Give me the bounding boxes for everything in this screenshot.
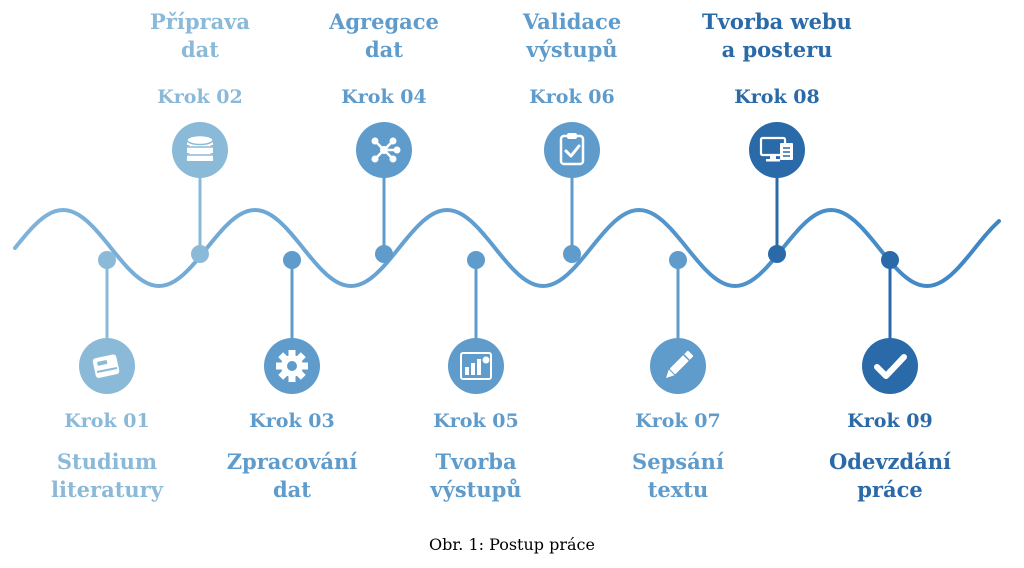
step-3-title: Zpracování dat	[202, 448, 382, 504]
step-4-title: Agregace dat	[294, 8, 474, 64]
step-1-dot	[98, 251, 116, 269]
step-3-title-line: Zpracování	[226, 449, 358, 474]
step-9-title: Odevzdání práce	[800, 448, 980, 504]
step-7-title-line: textu	[647, 477, 709, 502]
step-4-title-line: dat	[365, 37, 403, 62]
step-9-number: Krok 09	[847, 410, 933, 432]
step-5-title: Tvorba výstupů	[386, 448, 566, 504]
step-3-title-line: dat	[273, 477, 311, 502]
checkmark-icon	[862, 338, 918, 394]
monitor-icon	[749, 122, 805, 178]
gear-icon	[264, 338, 320, 394]
step-9-title-line: práce	[857, 477, 923, 502]
step-6-title-line: výstupů	[526, 37, 618, 62]
step-2-dot	[191, 245, 209, 263]
step-5-dot	[467, 251, 485, 269]
step-6-title: Validace výstupů	[482, 8, 662, 64]
step-1-title-line: Studium	[56, 449, 158, 474]
chart-report-icon	[448, 338, 504, 394]
step-2-number: Krok 02	[157, 86, 243, 108]
step-9-title-line: Odevzdání	[828, 449, 951, 474]
step-9-dot	[881, 251, 899, 269]
step-5-title-line: výstupů	[430, 477, 522, 502]
step-1-title: Studium literatury	[17, 448, 197, 504]
step-7-title: Sepsání textu	[588, 448, 768, 504]
step-5-number: Krok 05	[433, 410, 519, 432]
step-7-number: Krok 07	[635, 410, 721, 432]
timeline-wave	[13, 207, 1001, 289]
step-2-title-line: Příprava	[150, 9, 250, 34]
step-8-title: Tvorba webu a posteru	[687, 8, 867, 64]
step-7-dot	[669, 251, 687, 269]
step-2-title-line: dat	[181, 37, 219, 62]
step-8-title-line: a posteru	[721, 37, 833, 62]
step-7-title-line: Sepsání	[632, 449, 724, 474]
step-4-dot	[375, 245, 393, 263]
database-icon	[172, 122, 228, 178]
step-4-number: Krok 04	[341, 86, 427, 108]
network-icon	[356, 122, 412, 178]
step-8-title-line: Tvorba webu	[702, 9, 852, 34]
figure-caption: Obr. 1: Postup práce	[429, 535, 595, 554]
step-8-number: Krok 08	[734, 86, 820, 108]
step-1-title-line: literatury	[51, 477, 163, 502]
step-6-title-line: Validace	[522, 9, 622, 34]
pencil-icon	[650, 338, 706, 394]
step-2-title: Příprava dat	[110, 8, 290, 64]
clipboard-check-icon	[544, 122, 600, 178]
step-3-number: Krok 03	[249, 410, 335, 432]
step-8-dot	[768, 245, 786, 263]
step-4-title-line: Agregace	[329, 9, 439, 34]
step-1-number: Krok 01	[64, 410, 150, 432]
step-3-dot	[283, 251, 301, 269]
step-5-title-line: Tvorba	[435, 449, 517, 474]
book-icon	[79, 338, 135, 394]
step-6-number: Krok 06	[529, 86, 615, 108]
step-6-dot	[563, 245, 581, 263]
